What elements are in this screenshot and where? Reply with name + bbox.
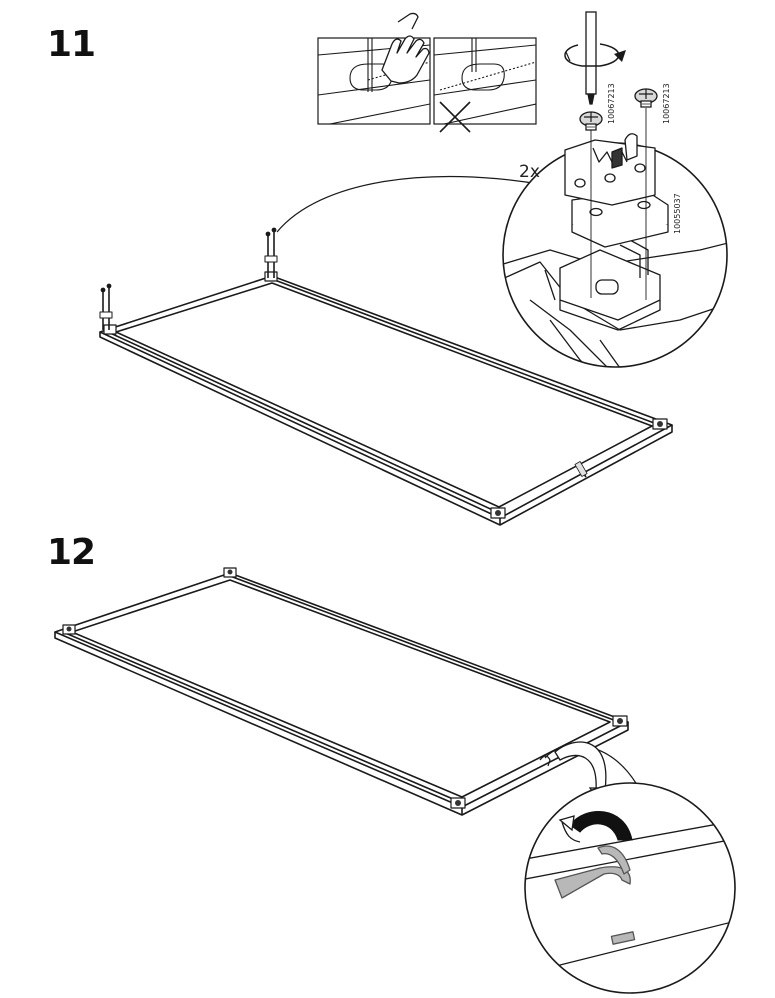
hand-pointer-icon [381, 12, 430, 84]
quantity-label: 2x [519, 162, 540, 182]
zoom-detail-tape [524, 782, 736, 994]
rotate-arrow-icon [558, 811, 633, 843]
rotate-arrow-icon [564, 43, 626, 67]
part-number-bracket: 10055037 [673, 193, 682, 234]
bracket-icon [564, 133, 669, 248]
screwdriver-icon [585, 11, 597, 105]
part-number-screw-1: 10067213 [607, 83, 616, 124]
step-12-number: 12 [47, 532, 96, 573]
step-11-number: 11 [47, 24, 96, 65]
correct-alignment-panel [317, 12, 431, 125]
callout-line [276, 175, 546, 233]
step-12-frame [54, 567, 629, 816]
part-number-screw-2: 10067213 [662, 83, 671, 124]
wrong-cross-icon [439, 101, 471, 133]
screw-icon [634, 88, 658, 108]
screw-icon [579, 111, 603, 131]
zoom-detail-bracket [502, 108, 728, 368]
wrong-alignment-panel [433, 37, 537, 133]
step-11-frame [99, 227, 673, 526]
